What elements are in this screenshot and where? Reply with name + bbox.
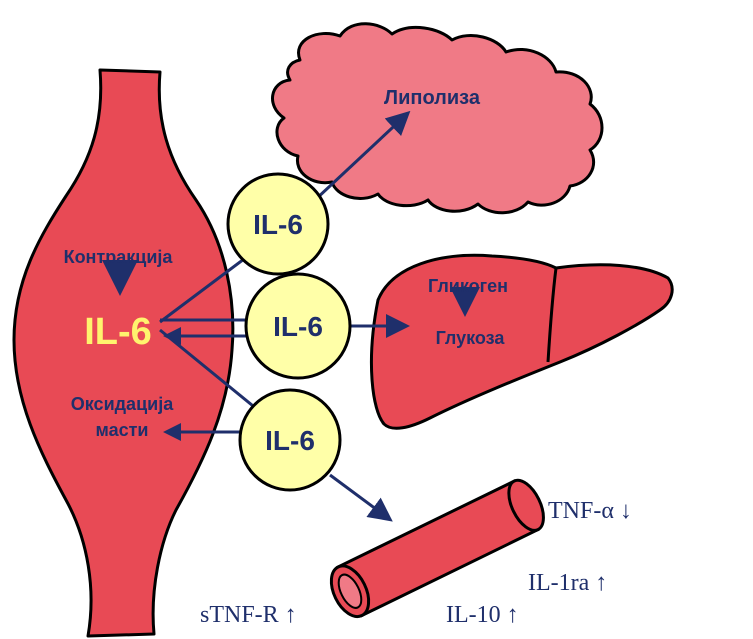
fat-oxidation-label-line1: Оксидација: [71, 394, 174, 414]
arrow-bottom-il6-to-vessel: [329, 473, 393, 522]
il6-circle-top-label: IL-6: [253, 209, 303, 240]
line-muscle-to-bottom-il6: [159, 328, 259, 412]
tnf-alpha-label: TNF-α ↓: [548, 498, 632, 524]
arrow-top-il6-to-lipolysis: [313, 110, 411, 202]
glucose-label: Глукоза: [436, 328, 506, 348]
liver-lobe-divider: [546, 267, 558, 363]
muscle-shape: [12, 68, 235, 638]
blood-vessel: [329, 478, 545, 619]
fat-oxidation-label-line2: масти: [96, 420, 149, 440]
vessel-far-end: [507, 478, 545, 532]
il10-label: IL-10 ↑: [446, 602, 519, 628]
il6-circle-middle: IL-6: [244, 272, 352, 380]
lipolysis-label: Липолиза: [384, 87, 481, 109]
adipose-tissue-shape: [271, 22, 604, 215]
glycogen-label: Гликоген: [428, 276, 508, 296]
il6-circle-bottom-label: IL-6: [265, 425, 315, 456]
liver-shape: [370, 253, 674, 430]
line-muscle-to-top-il6: [159, 251, 253, 324]
contraction-label: Контракција: [64, 247, 174, 267]
stnfr-label: sTNF-R ↑: [200, 602, 297, 628]
vessel-lumen: [337, 573, 363, 609]
muscle-il6-label: IL-6: [84, 311, 152, 353]
il6-circle-middle-label: IL-6: [273, 311, 323, 342]
il1ra-label: IL-1ra ↑: [528, 570, 607, 596]
il6-circle-top: IL-6: [226, 172, 330, 276]
il6-circle-bottom: IL-6: [238, 388, 342, 492]
